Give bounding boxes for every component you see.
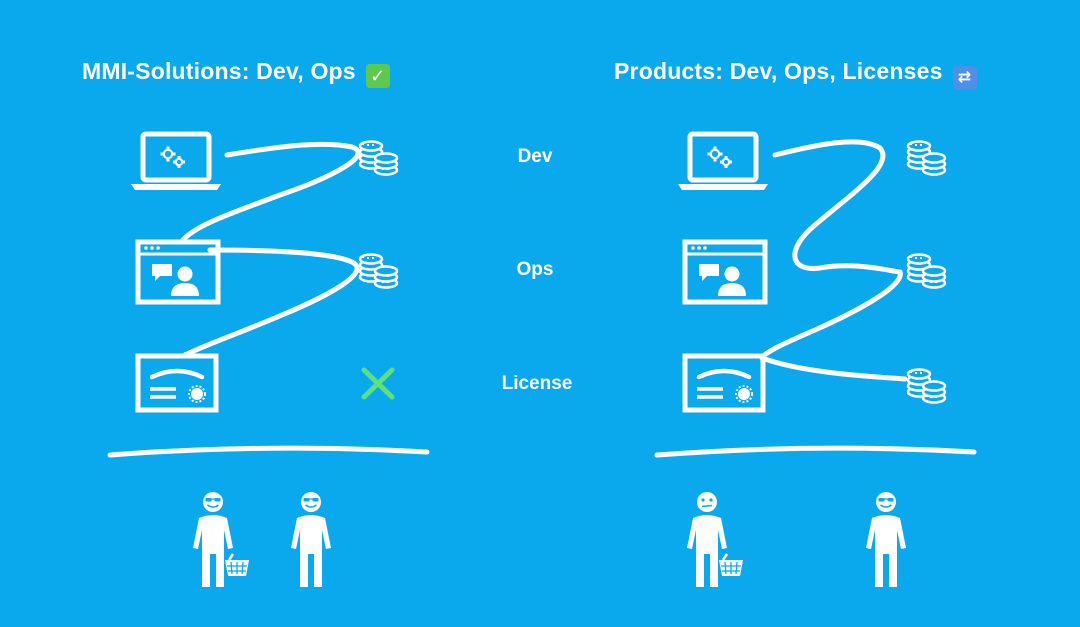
right-panel bbox=[654, 134, 977, 587]
row-label-ops: Ops bbox=[516, 259, 554, 280]
row-label-dev: Dev bbox=[517, 146, 553, 167]
right-panel-title: Products: Dev, Ops, Licenses ⇄ bbox=[614, 58, 977, 90]
web-window-icon bbox=[138, 242, 218, 302]
flow-path bbox=[759, 355, 908, 382]
flow-path bbox=[772, 139, 903, 275]
ground-line bbox=[107, 445, 430, 458]
row-label-license: License bbox=[501, 373, 573, 394]
web-window-icon bbox=[685, 242, 765, 302]
coin-stack-icon bbox=[906, 253, 947, 289]
left-panel-title: MMI-Solutions: Dev, Ops ✓ bbox=[82, 58, 390, 88]
coin-stack-icon bbox=[906, 368, 947, 404]
ground-line bbox=[654, 445, 977, 458]
flow-path bbox=[179, 141, 361, 244]
flow-path bbox=[182, 247, 360, 358]
right-title-text: Products: Dev, Ops, Licenses bbox=[614, 58, 943, 84]
customer-with-basket bbox=[687, 492, 745, 587]
flow-path bbox=[759, 269, 903, 361]
coin-stack-icon bbox=[906, 140, 947, 176]
check-mark-icon: ✓ bbox=[365, 64, 390, 88]
repeat-arrows-icon: ⇄ bbox=[952, 66, 977, 90]
customer-with-basket bbox=[193, 492, 251, 587]
certificate-icon bbox=[138, 356, 216, 410]
customer bbox=[866, 492, 906, 587]
left-title-text: MMI-Solutions: Dev, Ops bbox=[82, 58, 356, 84]
certificate-icon bbox=[685, 356, 763, 410]
coin-stack-icon bbox=[358, 253, 399, 289]
left-panel bbox=[107, 134, 430, 587]
cross-mark-icon bbox=[361, 367, 395, 400]
laptop-icon bbox=[678, 134, 768, 190]
coin-stack-icon bbox=[358, 140, 399, 176]
laptop-icon bbox=[131, 134, 221, 190]
customer bbox=[291, 492, 331, 587]
